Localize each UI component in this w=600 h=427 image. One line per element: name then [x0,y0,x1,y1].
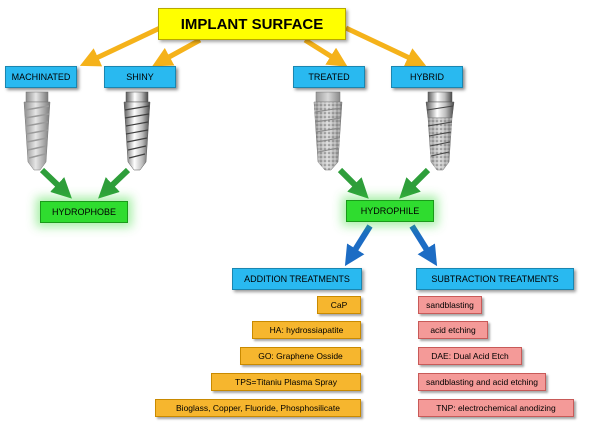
addition-item: HA: hydrossiapatite [252,321,361,339]
addition-item: GO: Graphene Osside [240,347,361,365]
subtraction-item: TNP: electrochemical anodizing [418,399,574,417]
arrow-shiny-to-hydrophobe [98,167,131,199]
addition-item: CaP [317,296,361,314]
arrow-title-to-shiny [152,37,202,67]
arrow-machinated-to-hydrophobe [39,167,72,199]
subtraction-treatments-heading: SUBTRACTION TREATMENTS [416,268,574,290]
arrow-title-to-hybrid [344,25,427,67]
subtraction-item: sandblasting and acid etching [418,373,546,391]
hydrophobe-box: HYDROPHOBE [40,201,128,223]
addition-item: Bioglass, Copper, Fluoride, Phosphosilic… [155,399,361,417]
implant-treated-icon [313,91,343,171]
implant-surface-title: IMPLANT SURFACE [158,8,346,40]
arrow-title-to-treated [303,37,348,67]
subtraction-item: sandblasting [418,296,482,314]
subtraction-item: acid etching [418,321,488,339]
category-hybrid: HYBRID [391,66,463,88]
implant-shiny-icon [123,91,151,171]
category-treated: TREATED [293,66,365,88]
addition-item: TPS=Titaniu Plasma Spray [211,373,361,391]
category-shiny: SHINY [104,66,176,88]
arrow-hybrid-to-hydrophile [399,167,431,199]
arrow-title-to-machinated [79,25,162,67]
arrow-treated-to-hydrophile [337,167,369,199]
addition-treatments-heading: ADDITION TREATMENTS [232,268,362,290]
subtraction-item: DAE: Dual Acid Etch [418,347,522,365]
arrow-hydrophile-to-addition [344,224,373,267]
hydrophile-box: HYDROPHILE [346,200,434,222]
category-machinated: MACHINATED [5,66,77,88]
implant-hybrid-icon [425,91,455,171]
arrow-hydrophile-to-subtraction [409,224,438,267]
implant-machined-icon [23,91,51,171]
